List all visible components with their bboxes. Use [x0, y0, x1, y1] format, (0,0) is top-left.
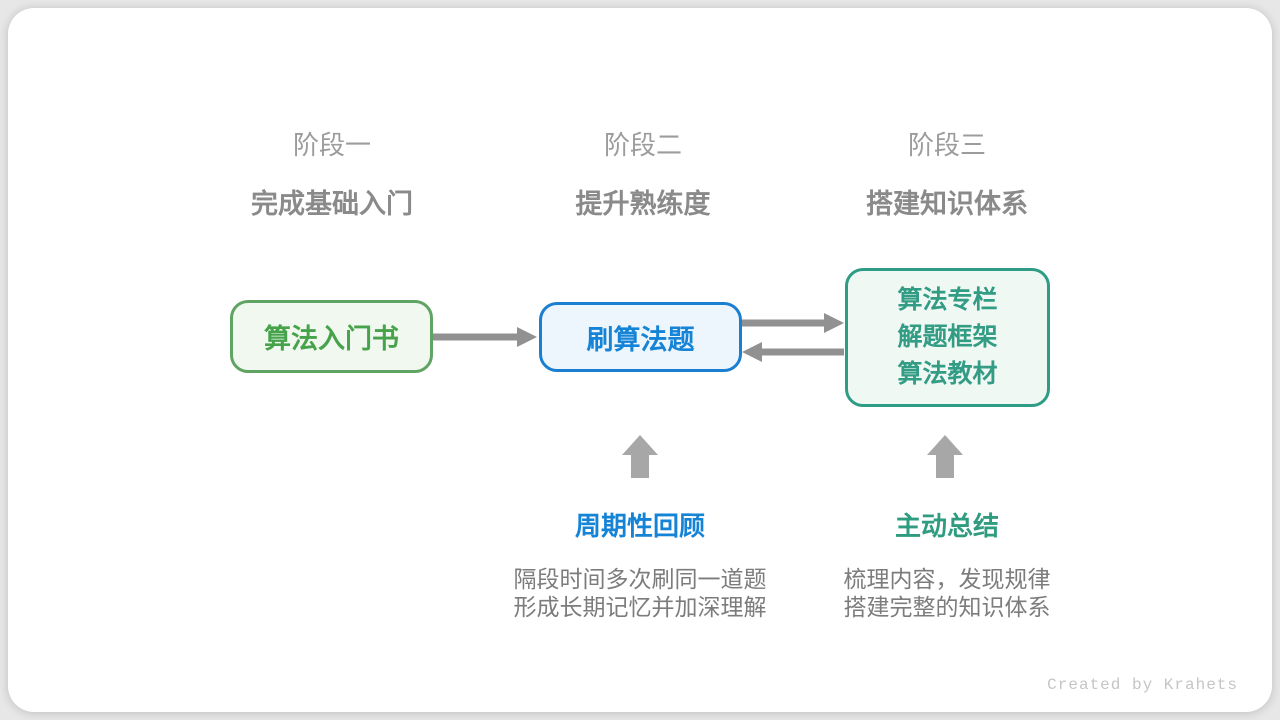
box-intro-book-label: 算法入门书: [264, 324, 399, 354]
stage-2-label: 阶段二: [603, 130, 682, 160]
arrow-right-icon: [742, 313, 844, 333]
stage-3-header: 阶段三 搭建知识体系: [787, 125, 1107, 221]
credit-text: Created by Krahets: [1047, 676, 1238, 694]
desc-line: 梳理内容，发现规律: [843, 566, 1051, 592]
stage-1-subtitle: 完成基础入门: [251, 189, 413, 219]
arrow-right-icon: [433, 327, 537, 347]
stage-1-label: 阶段一: [292, 130, 371, 160]
desc-line: 隔段时间多次刷同一道题: [513, 566, 767, 592]
stage-2-subtitle: 提升熟练度: [575, 189, 711, 219]
arrow-up-icon: [622, 435, 658, 478]
box-practice-label: 刷算法题: [586, 324, 695, 355]
callout-periodic-review-desc: 隔段时间多次刷同一道题 形成长期记忆并加深理解: [470, 565, 810, 621]
desc-line: 搭建完整的知识体系: [843, 594, 1051, 620]
box-knowledge-line-1: 算法专栏: [897, 286, 998, 314]
stage-3-label: 阶段三: [907, 130, 986, 160]
callout-active-summary-desc: 梳理内容，发现规律 搭建完整的知识体系: [777, 565, 1117, 621]
box-knowledge-line-2: 解题框架: [897, 323, 998, 351]
box-practice: 刷算法题: [539, 302, 742, 372]
stage-3-subtitle: 搭建知识体系: [866, 189, 1028, 219]
callout-periodic-review: 周期性回顾 隔段时间多次刷同一道题 形成长期记忆并加深理解: [470, 506, 810, 621]
stage-2-header: 阶段二 提升熟练度: [483, 125, 803, 221]
callout-active-summary: 主动总结 梳理内容，发现规律 搭建完整的知识体系: [777, 506, 1117, 621]
box-knowledge-line-3: 算法教材: [897, 360, 998, 388]
box-knowledge: 算法专栏 解题框架 算法教材: [845, 268, 1050, 407]
diagram-card: 阶段一 完成基础入门 阶段二 提升熟练度 阶段三 搭建知识体系 算法入门书 刷算…: [8, 8, 1272, 712]
desc-line: 形成长期记忆并加深理解: [513, 594, 767, 620]
callout-active-summary-title: 主动总结: [894, 511, 999, 541]
box-intro-book: 算法入门书: [230, 300, 433, 373]
arrow-up-icon: [927, 435, 963, 478]
stage-1-header: 阶段一 完成基础入门: [172, 125, 492, 221]
arrow-left-icon: [742, 342, 844, 362]
callout-periodic-review-title: 周期性回顾: [574, 511, 705, 541]
